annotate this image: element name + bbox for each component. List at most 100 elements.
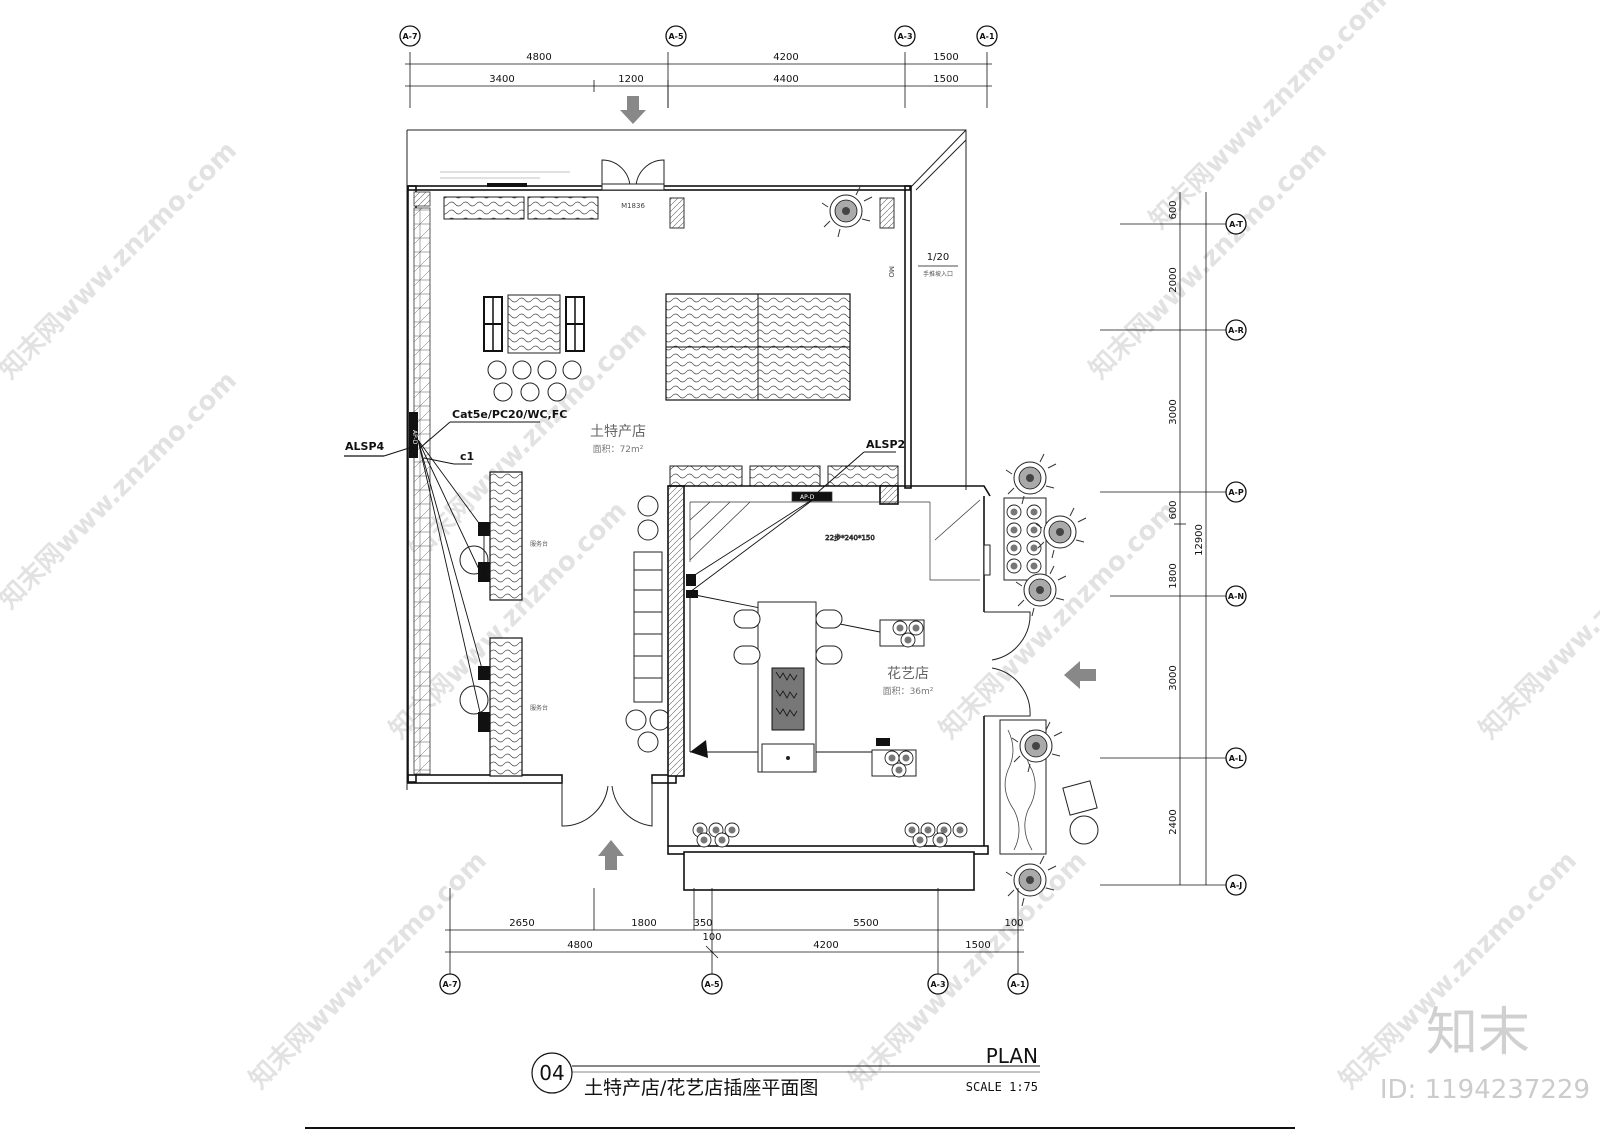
- image-id: ID: 1194237229: [1380, 1075, 1590, 1105]
- flower-pots: [692, 619, 968, 848]
- watermark-text: 知末网www.znzmo.com: [0, 136, 243, 385]
- room-area-flower-store: 面积：36m²: [883, 685, 934, 697]
- room-name-local-store: 土特产店: [590, 424, 646, 440]
- dim-2000: 2000: [1168, 267, 1179, 292]
- right-dimensions: [1100, 192, 1236, 886]
- mo-label: MO: [887, 266, 895, 278]
- cable-note: Cat5e/PC20/WC,FC c1: [419, 408, 567, 465]
- panel-left-label: ALSP4: [345, 440, 385, 453]
- room-name-flower-store: 花艺店: [887, 666, 929, 682]
- brand-logo: 知末: [1426, 1003, 1530, 1063]
- cable-label: Cat5e/PC20/WC,FC: [452, 408, 567, 421]
- dim-2650: 2650: [509, 918, 534, 929]
- axis-label: A-7: [402, 32, 417, 41]
- ramp-note: 手推坡入口: [923, 270, 953, 278]
- dim-total-12900: 12900: [1194, 524, 1205, 556]
- watermark-text: 知末网www.znzmo.com: [244, 846, 493, 1095]
- plant-icon: [821, 186, 873, 238]
- panel-box-label: AP-D: [411, 430, 418, 445]
- shelf: [827, 465, 899, 487]
- dim-3400: 3400: [489, 74, 514, 85]
- column: [669, 197, 685, 229]
- door-bottom: [561, 779, 653, 827]
- scale-label: SCALE 1:75: [966, 1080, 1038, 1094]
- wiring-left: [417, 439, 485, 731]
- title-block: 04 土特产店/花艺店插座平面图 PLAN SCALE 1:75: [305, 1044, 1295, 1129]
- dim-3000b: 3000: [1168, 665, 1179, 690]
- axis-label: A-3: [930, 980, 945, 989]
- axis-label: A-1: [979, 32, 995, 41]
- door-m1836: [601, 159, 665, 191]
- top-dimensions: [405, 52, 992, 108]
- right-axis-bubbles: A-T A-R A-P A-N A-L A-J: [1225, 213, 1247, 896]
- circuit-label: c1: [460, 450, 474, 463]
- axis-label: A-P: [1228, 488, 1244, 497]
- dim-1800: 1800: [631, 918, 656, 929]
- panel-alsp2: ALSP2: [817, 438, 905, 493]
- axis-label: A-7: [442, 980, 457, 989]
- axis-label: A-1: [1010, 980, 1026, 989]
- drawing-title: 土特产店/花艺店插座平面图: [584, 1077, 818, 1099]
- axis-label: A-L: [1229, 754, 1244, 763]
- dim-5500: 5500: [853, 918, 878, 929]
- brand: 知末 ID: 1194237229: [1380, 1003, 1590, 1105]
- dim-4200: 4200: [773, 52, 798, 63]
- watermark-text: 知末网www.znzmo.com: [0, 366, 243, 615]
- panel-right-label: ALSP2: [866, 438, 905, 451]
- exterior-planting: [999, 453, 1099, 907]
- room-area-local-store: 面积：72m²: [593, 443, 644, 455]
- dim-3000: 3000: [1168, 399, 1179, 424]
- dim-4800: 4800: [567, 940, 592, 951]
- axis-label: A-N: [1228, 592, 1244, 601]
- display-table: [665, 293, 851, 401]
- dim-600b: 600: [1168, 500, 1179, 519]
- dim-1500: 1500: [933, 52, 958, 63]
- axis-label: A-3: [897, 32, 912, 41]
- top-dim-text: 4800 4200 1500 3400 1200 4400 1500: [489, 52, 958, 85]
- shelf: [749, 465, 821, 487]
- axis-label: A-5: [704, 980, 720, 989]
- panel-box-label: AP-D: [800, 494, 815, 501]
- dim-4200: 4200: [813, 940, 838, 951]
- dim-600: 600: [1168, 200, 1179, 219]
- dim-100: 100: [1004, 918, 1023, 929]
- outer-walkway: [406, 129, 967, 790]
- shelf: [527, 196, 599, 220]
- counter-label: 服务台: [530, 704, 548, 712]
- shelf: [669, 465, 743, 487]
- watermark-layer: 知末网www.znzmo.com 知末网www.znzmo.com 知末网www…: [0, 0, 1600, 1095]
- local-store-brick-wall: [413, 191, 431, 775]
- axis-label: A-J: [1230, 881, 1243, 890]
- door-right: [983, 544, 1031, 717]
- counter-label: 服务台: [530, 540, 548, 548]
- axis-label: A-5: [668, 32, 684, 41]
- bottom-dim-text: 2650 1800 350 5500 100 4800 100 4200 150…: [509, 918, 1023, 951]
- top-note: [440, 171, 570, 187]
- door-label: M1836: [621, 202, 645, 210]
- watermark-text: 知末网www.znzmo.com: [1474, 496, 1600, 745]
- table-set: [483, 294, 585, 402]
- axis-label: A-R: [1228, 326, 1244, 335]
- dim-1500: 1500: [965, 940, 990, 951]
- bottom-axis-bubbles: A-7 A-5 A-3 A-1: [439, 973, 1029, 995]
- stair-label: 22步*240*150: [825, 534, 875, 542]
- column: [879, 197, 895, 229]
- flower-store-walls: [667, 485, 991, 891]
- shelf: [443, 196, 525, 220]
- top-axis-bubbles: A-7 A-5 A-3 A-1: [399, 25, 998, 47]
- entrance-arrows: [598, 96, 1096, 870]
- plan-label: PLAN: [986, 1044, 1038, 1068]
- flower-table: [733, 601, 843, 773]
- dim-2400: 2400: [1168, 809, 1179, 834]
- dim-4800: 4800: [526, 52, 551, 63]
- dim-350: 350: [693, 918, 712, 929]
- panel-alsp4: AP-D ALSP4: [344, 412, 418, 458]
- bottom-dimensions: [445, 888, 1024, 984]
- ramp-slope: 1/20: [927, 252, 949, 263]
- middle-shelves: [625, 495, 671, 753]
- dim-1800: 1800: [1168, 563, 1179, 588]
- dim-4400: 4400: [773, 74, 798, 85]
- stair: 22步*240*150: [689, 491, 981, 581]
- dim-1200: 1200: [618, 74, 643, 85]
